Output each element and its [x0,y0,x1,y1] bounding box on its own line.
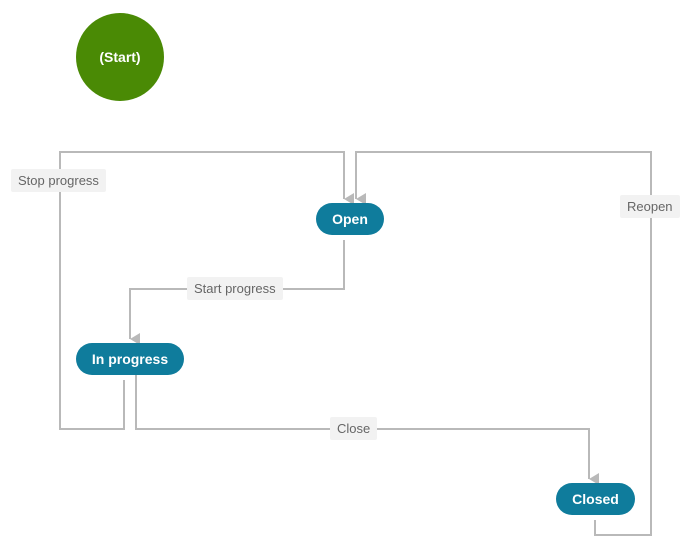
transition-label-reopen[interactable]: Reopen [620,195,680,218]
transition-label-stop-progress[interactable]: Stop progress [11,169,106,192]
start-node[interactable]: (Start) [76,13,164,101]
status-in-progress[interactable]: In progress [76,343,184,375]
edge-reopen[interactable] [355,151,652,536]
transition-label-close[interactable]: Close [330,417,378,440]
status-closed[interactable]: Closed [556,483,635,515]
transition-label-start-progress[interactable]: Start progress [187,277,283,300]
edge-stop-progress[interactable] [59,151,354,430]
status-open[interactable]: Open [316,203,384,235]
